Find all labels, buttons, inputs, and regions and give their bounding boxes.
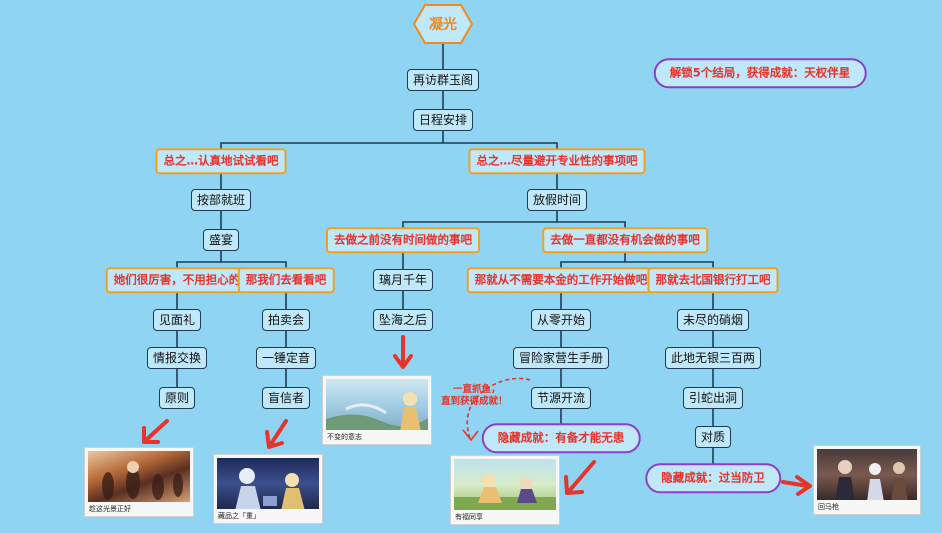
node-feast: 盛宴 <box>202 229 240 251</box>
ending-caption: 不变的意志 <box>327 433 362 441</box>
arrow-icon <box>142 335 812 496</box>
title-hexagon <box>413 4 473 44</box>
node-glaze: 璃月千年 <box>372 269 434 291</box>
node-revisit: 再访群玉阁 <box>406 69 480 91</box>
hidden-achievement-right: 隐藏成就：过当防卫 <box>645 463 781 493</box>
ending-image <box>88 451 190 502</box>
node-seafall: 坠海之后 <box>372 309 434 331</box>
ending-card-5: 回马枪 <box>813 445 921 515</box>
dashed-arrow <box>466 377 531 439</box>
ending-image <box>817 449 917 500</box>
node-schedule: 日程安排 <box>412 109 474 131</box>
node-smoke: 未尽的硝烟 <box>676 309 750 331</box>
node-vacation: 放假时间 <box>526 189 588 211</box>
node-meet: 见面礼 <box>152 309 202 331</box>
ending-image <box>217 458 319 509</box>
ending-caption: 趁这光景正好 <box>89 505 131 513</box>
ending-card-2: 藏品之「重」 <box>213 454 323 524</box>
ending-caption: 藏品之「重」 <box>218 512 260 520</box>
node-principle: 原则 <box>158 387 196 409</box>
node-notherefund: 此地无银三百两 <box>664 347 762 369</box>
choice-letslook: 那我们去看看吧 <box>237 267 335 293</box>
hidden-achievement-left: 隐藏成就：有备才能无患 <box>481 423 641 453</box>
ending-card-3: 不变的意志 <box>322 375 432 445</box>
node-scratch: 从零开始 <box>530 309 592 331</box>
ending-caption: 回马枪 <box>818 503 839 511</box>
choice-earnest: 总之…认真地试试看吧 <box>155 148 287 174</box>
node-auction: 拍卖会 <box>261 309 311 331</box>
choice-northbank: 那就去北国银行打工吧 <box>647 267 779 293</box>
choice-nocapital: 那就从不需要本金的工作开始做吧 <box>466 267 656 293</box>
diagram-title: 凝光 <box>429 17 457 33</box>
node-hammer: 一锤定音 <box>255 347 317 369</box>
node-bydept: 按部就班 <box>190 189 252 211</box>
node-lure: 引蛇出洞 <box>682 387 744 409</box>
node-blind: 盲信者 <box>261 387 311 409</box>
note-line-2: 直到获得成就！ <box>441 395 508 407</box>
choice-avoid: 总之…尽量避开专业性的事项吧 <box>468 148 646 174</box>
choice-notime: 去做之前没有时间做的事吧 <box>326 227 480 253</box>
ending-image <box>326 379 428 430</box>
fishing-note: 一直抓鱼， 直到获得成就！ <box>441 384 508 408</box>
node-guide: 冒险家营生手册 <box>512 347 610 369</box>
ending-image <box>454 459 556 510</box>
node-intel: 情报交换 <box>146 347 208 369</box>
choice-theyare: 她们很厉害，不用担心的 <box>105 267 249 293</box>
node-confront: 对质 <box>694 426 732 448</box>
note-line-1: 一直抓鱼， <box>453 384 501 395</box>
node-openup: 节源开流 <box>530 387 592 409</box>
ending-caption: 有福同享 <box>455 513 483 521</box>
achievement-pill: 解锁5个结局，获得成就：天权伴星 <box>653 58 867 88</box>
ending-card-4: 有福同享 <box>450 455 560 525</box>
choice-nochance: 去做一直都没有机会做的事吧 <box>542 227 708 253</box>
ending-card-1: 趁这光景正好 <box>84 447 194 517</box>
